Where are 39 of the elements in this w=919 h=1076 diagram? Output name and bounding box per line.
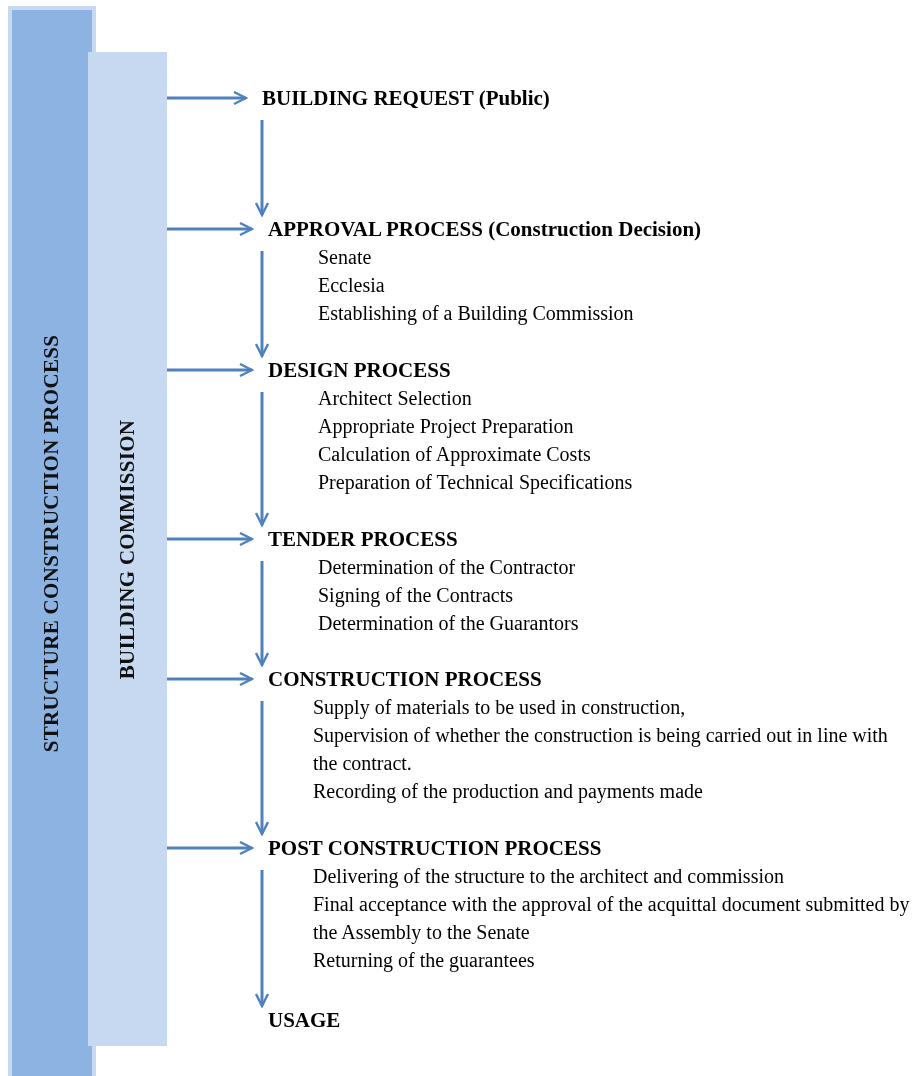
arrow — [167, 221, 254, 237]
band-title: STRUCTURE CONSTRUCTION PROCESS — [39, 334, 65, 752]
step-heading: DESIGN PROCESS — [268, 357, 452, 384]
step-item: Architect Selection — [317, 386, 473, 411]
step-item: Determination of the Guarantors — [317, 611, 580, 636]
arrow — [254, 392, 270, 527]
step-item: Establishing of a Building Commission — [317, 301, 635, 327]
arrow — [167, 671, 254, 687]
arrow — [254, 870, 270, 1008]
step-heading: BUILDING REQUEST (Public) — [262, 85, 551, 112]
step-item: Ecclesia — [317, 273, 386, 298]
step-heading: CONSTRUCTION PROCESS — [268, 666, 543, 693]
step-heading: TENDER PROCESS — [268, 526, 459, 553]
step-item: Delivering of the structure to the architect and commission — [312, 864, 785, 890]
arrow — [254, 251, 270, 358]
vertical-band — [8, 6, 96, 1076]
arrow — [167, 531, 254, 547]
step-item: Recording of the production and payments made — [312, 779, 704, 805]
step-item: Returning of the guarantees — [312, 948, 536, 974]
step-item: Determination of the Contractor — [317, 555, 577, 580]
step-heading: APPROVAL PROCESS (Construction Decision) — [268, 216, 703, 243]
step-item: Senate — [317, 245, 373, 270]
vertical-band — [88, 52, 167, 1046]
arrow — [167, 840, 254, 856]
step-item: Preparation of Technical Specifications — [317, 470, 634, 496]
arrow — [167, 90, 248, 106]
arrow — [167, 362, 254, 378]
band-title: BUILDING COMMISSION — [115, 419, 140, 679]
step-item: Signing of the Contracts — [317, 583, 514, 609]
step-heading: USAGE — [268, 1007, 342, 1034]
step-item: Final acceptance with the approval of the acquittal document submitted by the Assembly to the Senate — [312, 892, 911, 946]
step-heading: POST CONSTRUCTION PROCESS — [268, 835, 603, 862]
step-item: Supply of materials to be used in construction, — [312, 695, 687, 721]
step-item: Supervision of whether the construction is being carried out in line with the contract. — [312, 723, 889, 776]
step-item: Calculation of Approximate Costs — [317, 442, 592, 468]
step-item: Appropriate Project Preparation — [317, 414, 575, 440]
arrow — [254, 701, 270, 836]
arrow — [254, 561, 270, 667]
arrow — [254, 120, 270, 217]
